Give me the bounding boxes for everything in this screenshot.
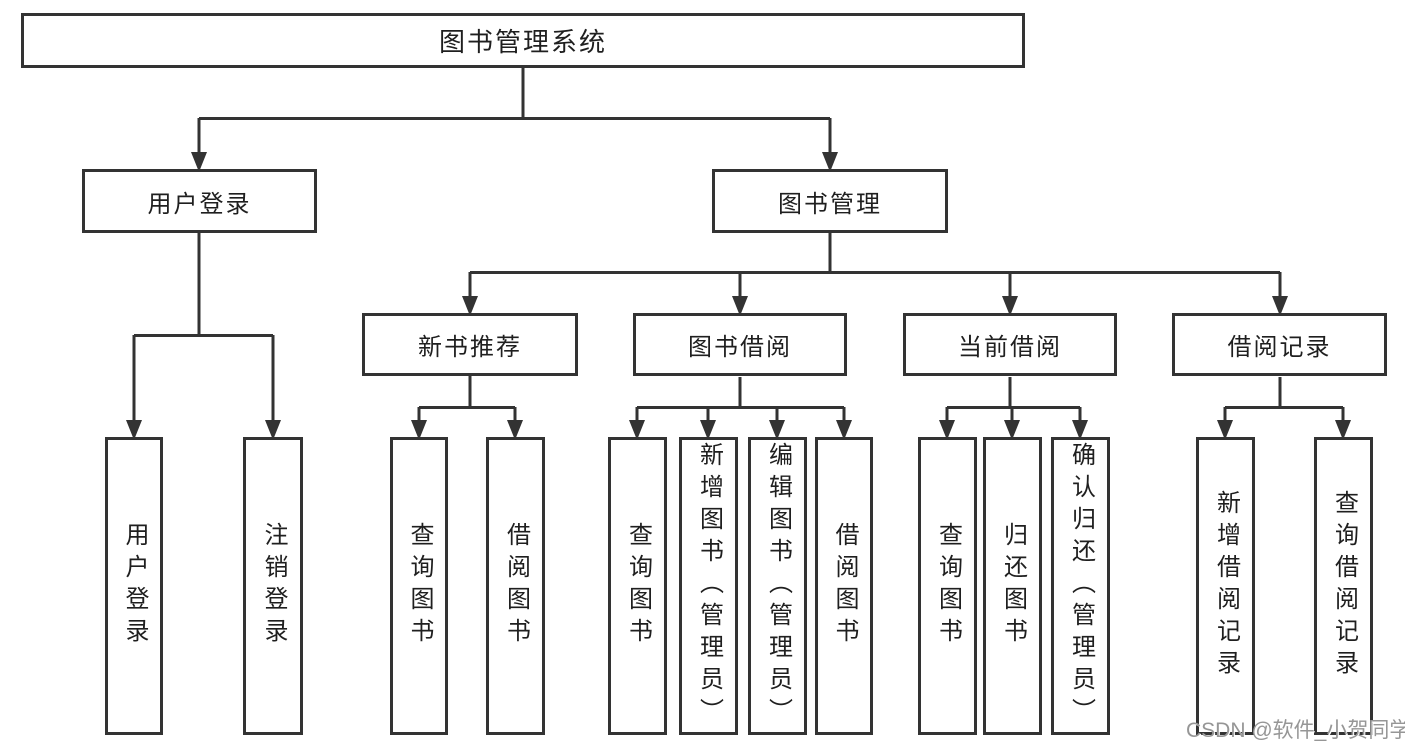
node-root: 图书管理系统 [21,13,1025,68]
node-current-borrowing-label: 当前借阅 [958,334,1062,361]
leaf-current-return-books: 归还图书 [983,437,1042,735]
node-book-management: 图书管理 [712,169,948,233]
node-new-book-recommend: 新书推荐 [362,313,578,376]
leaf-borrow-query-books: 查询图书 [608,437,667,735]
leaf-borrow-edit-books-admin: 编辑图书（管理员） [748,437,807,735]
node-root-label: 图书管理系统 [438,27,607,57]
leaf-user-login: 用户登录 [105,437,163,735]
leaf-records-query-record: 查询借阅记录 [1314,437,1373,735]
leaf-current-confirm-return-admin-label: 确认归还（管理员） [1067,442,1095,730]
leaf-records-add-record: 新增借阅记录 [1196,437,1255,735]
node-book-borrowing: 图书借阅 [633,313,847,376]
leaf-borrow-borrow-books: 借阅图书 [815,437,873,735]
leaf-user-login-label: 用户登录 [121,522,148,650]
leaf-newbook-borrow-books-label: 借阅图书 [502,522,530,650]
node-current-borrowing: 当前借阅 [903,313,1117,376]
leaf-current-query-books: 查询图书 [918,437,977,735]
leaf-logout: 注销登录 [243,437,303,735]
leaf-newbook-query-books-label: 查询图书 [406,522,433,650]
leaf-borrow-borrow-books-label: 借阅图书 [831,522,858,650]
node-borrowing-records-label: 借阅记录 [1227,334,1332,361]
leaf-current-query-books-label: 查询图书 [934,522,962,650]
leaf-newbook-borrow-books: 借阅图书 [486,437,545,735]
leaf-borrow-edit-books-admin-label: 编辑图书（管理员） [764,442,792,730]
leaf-current-return-books-label: 归还图书 [999,522,1027,650]
node-user-login: 用户登录 [82,169,317,233]
leaf-borrow-add-books-admin: 新增图书（管理员） [679,437,738,735]
leaf-records-query-record-label: 查询借阅记录 [1330,490,1358,682]
leaf-borrow-add-books-admin-label: 新增图书（管理员） [695,442,723,730]
node-new-book-recommend-label: 新书推荐 [418,334,522,361]
node-user-login-label: 用户登录 [147,190,252,218]
node-book-borrowing-label: 图书借阅 [688,334,792,361]
node-borrowing-records: 借阅记录 [1172,313,1387,376]
leaf-logout-label: 注销登录 [260,522,287,650]
leaf-current-confirm-return-admin: 确认归还（管理员） [1051,437,1110,735]
node-book-management-label: 图书管理 [778,190,882,218]
leaf-records-add-record-label: 新增借阅记录 [1212,490,1240,682]
leaf-borrow-query-books-label: 查询图书 [624,522,652,650]
csdn-watermark: CSDN @软件_小贺同学 [1186,719,1405,742]
leaf-newbook-query-books: 查询图书 [390,437,448,735]
